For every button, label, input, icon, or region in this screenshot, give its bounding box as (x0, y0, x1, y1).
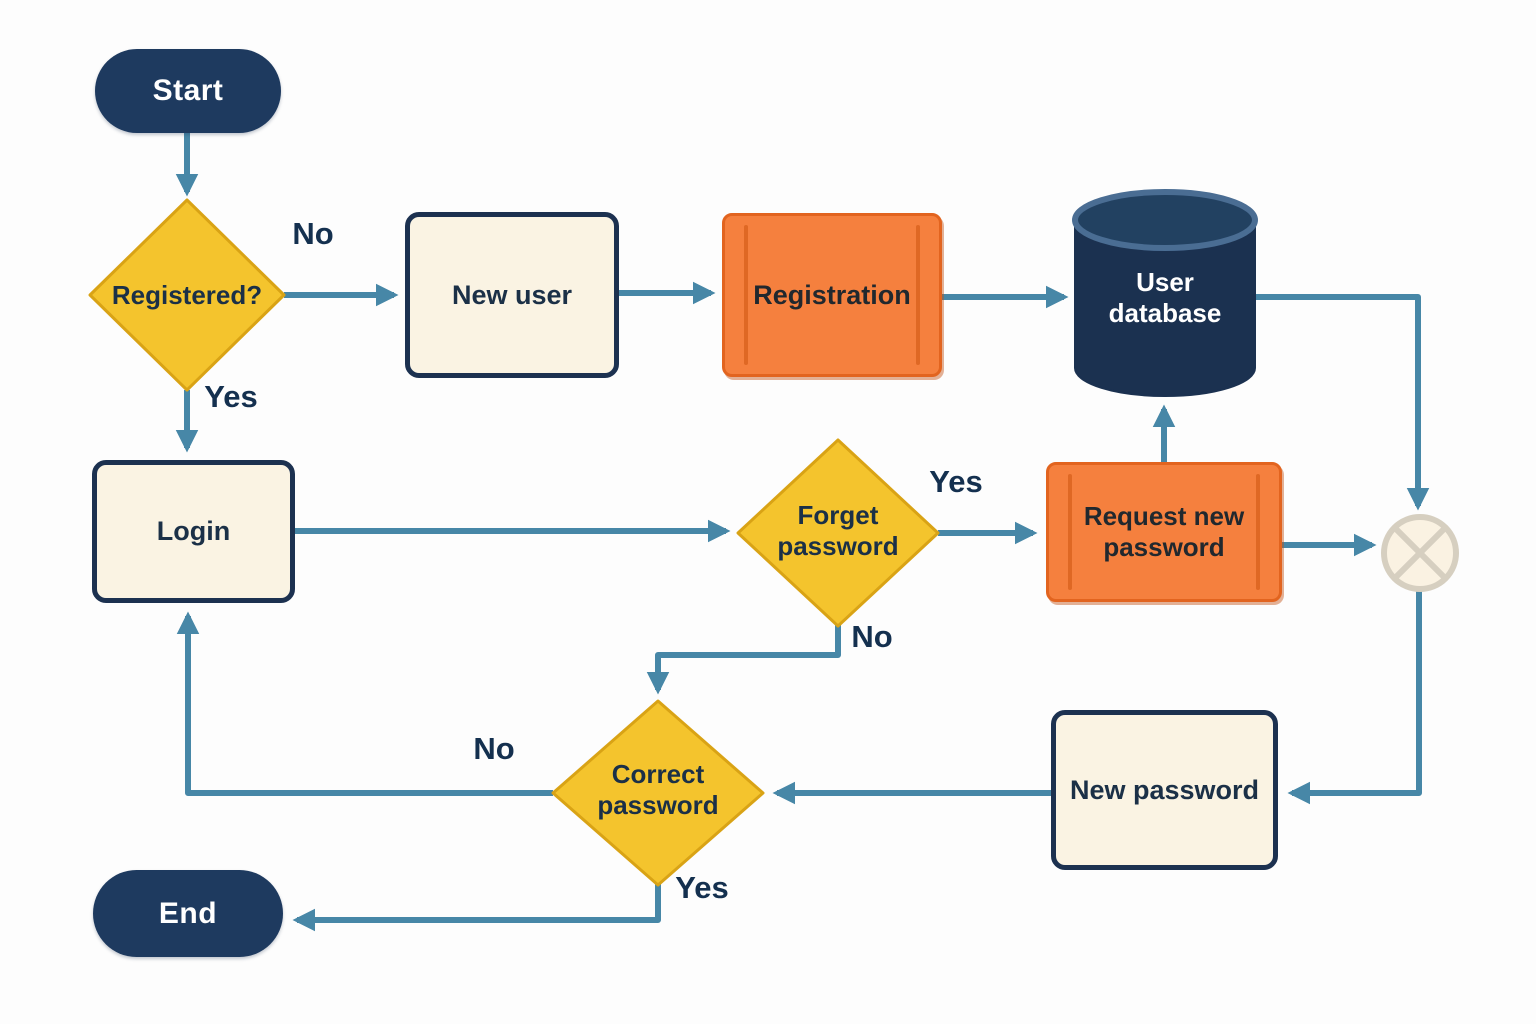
predefined-stripe-icon (744, 225, 748, 365)
node-new-user: New user (405, 212, 619, 378)
edge-label-correct-no: No (473, 731, 515, 766)
predefined-stripe-icon (1256, 474, 1260, 590)
node-forget-password-label: Forget password (777, 500, 899, 561)
edge-label-registered-no: No (292, 216, 334, 251)
edge-correct-no-login-loop (176, 611, 553, 796)
edge-label-registered-yes: Yes (204, 379, 258, 414)
predefined-stripe-icon (1068, 474, 1072, 590)
database-cylinder-body (1074, 219, 1256, 397)
node-registration: Registration (722, 213, 942, 377)
edge-label-forget-no: No (851, 619, 893, 654)
edge-label-forget-yes: Yes (929, 464, 983, 499)
edge-database-junction (1255, 294, 1430, 511)
node-registered-label: Registered? (111, 279, 263, 310)
database-cylinder-shape (1072, 189, 1258, 397)
decision-registered-shape (88, 198, 286, 392)
edge-forget-no-correct (646, 625, 841, 695)
node-registration-label: Registration (753, 279, 911, 310)
decision-forget-password-shape (736, 438, 940, 628)
node-start-label: Start (152, 74, 224, 107)
node-end: End (93, 870, 283, 957)
node-end-label: End (158, 896, 218, 930)
edge-label-correct-yes: Yes (675, 870, 729, 905)
edge-correct-yes-end (292, 880, 661, 932)
node-request-new-password-label: Request new password (1083, 500, 1245, 562)
node-login: Login (92, 460, 295, 603)
node-new-user-label: New user (451, 279, 573, 310)
node-start: Start (95, 49, 281, 133)
junction-x-stroke-2 (1392, 525, 1448, 581)
node-login-label: Login (156, 516, 231, 546)
node-user-database-label: User database (1108, 267, 1222, 328)
node-correct-password-label: Correct password (597, 759, 719, 820)
decision-correct-password-shape (551, 699, 765, 887)
or-junction-icon (1381, 514, 1459, 592)
edge-junction-new-password (1287, 590, 1422, 805)
database-cylinder-top (1072, 189, 1258, 251)
predefined-stripe-icon (916, 225, 920, 365)
node-new-password-label: New password (1069, 774, 1260, 805)
node-request-new-password: Request new password (1046, 462, 1282, 602)
node-new-password: New password (1051, 710, 1278, 870)
